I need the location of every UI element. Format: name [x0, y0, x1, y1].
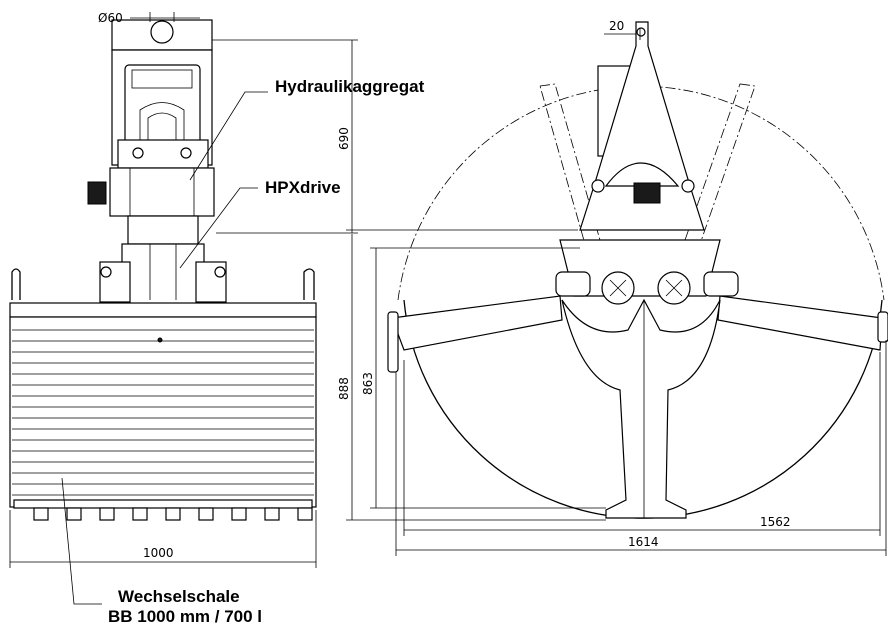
- bucket-tooth: [231, 507, 247, 521]
- label-hydraulic-unit: Hydraulikaggregat: [275, 77, 425, 96]
- left-hook: [11, 268, 21, 300]
- label-shell-line2: BB 1000 mm / 700 l: [108, 607, 262, 626]
- front-view: Ø60 690 1000 Hydraulikaggregat HPXdrive …: [9, 11, 425, 626]
- pin-diameter-text: Ø60: [98, 11, 123, 25]
- span-1614-text: 1614: [628, 535, 659, 549]
- drive-block: [87, 167, 227, 305]
- swing-arc-top: [397, 85, 885, 301]
- closed-height-text: 863: [361, 372, 375, 395]
- arm-left-tip: [387, 311, 399, 373]
- dim-motor-height: 690: [212, 39, 358, 234]
- leader-drive: [179, 187, 258, 269]
- leader-hydraulic: [189, 91, 268, 181]
- shell-halves: [561, 298, 721, 519]
- dim-span-1614: 1614: [395, 340, 887, 556]
- label-shell-line1: Wechselschale: [118, 587, 240, 606]
- bucket-tooth: [66, 507, 82, 521]
- bucket-shell: [9, 302, 317, 521]
- leader-shell: [61, 477, 102, 605]
- gear-block: [555, 239, 739, 305]
- dim-closed-height: 863: [361, 247, 606, 509]
- span-1562-text: 1562: [760, 515, 791, 529]
- label-drive: HPXdrive: [265, 178, 341, 197]
- arm-right-tip: [877, 311, 888, 343]
- right-hook: [303, 268, 315, 300]
- side-view: 20 888 863 1562 1614: [337, 19, 888, 556]
- hydraulic-unit: [117, 64, 209, 169]
- bucket-tooth: [165, 507, 181, 521]
- dim-span-1562: 1562: [403, 352, 881, 536]
- open-arm-left: [539, 83, 601, 245]
- dim-top-pin-width: 20: [604, 19, 649, 40]
- shell-width-text: 1000: [143, 546, 174, 560]
- arm-left: [391, 295, 563, 351]
- bucket-tooth: [99, 507, 115, 521]
- dim-pin-diameter: Ø60: [98, 11, 200, 25]
- bucket-tooth: [132, 507, 148, 521]
- top-pin-width-text: 20: [609, 19, 624, 33]
- bucket-tooth: [198, 507, 214, 521]
- side-head: [579, 21, 705, 231]
- bucket-tooth: [33, 507, 49, 521]
- dim-shell-width: 1000: [9, 510, 317, 568]
- arm-right: [717, 295, 883, 351]
- bucket-tooth: [264, 507, 280, 521]
- bucket-tooth: [297, 507, 313, 521]
- motor-height-text: 690: [337, 127, 351, 150]
- dim-total-height: 888: [337, 229, 606, 521]
- total-height-text: 888: [337, 377, 351, 400]
